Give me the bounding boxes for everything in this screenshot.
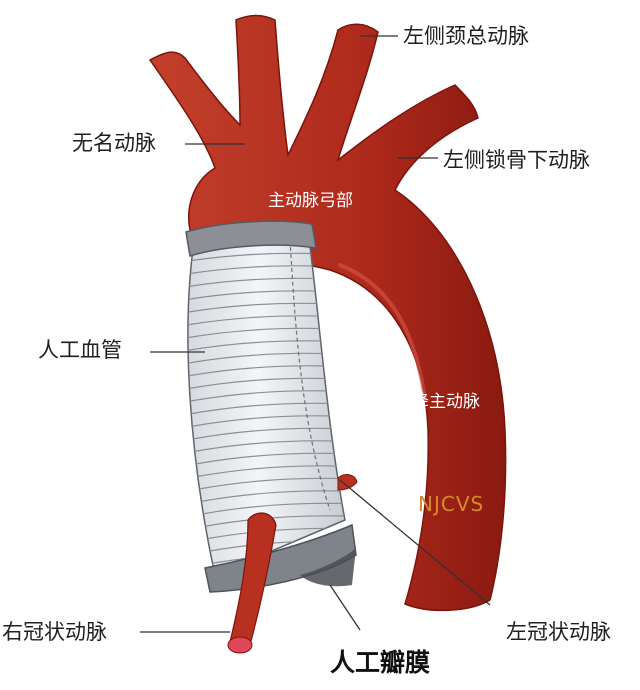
valve-shadow xyxy=(300,548,356,587)
label-aortic-arch: 主动脉弓部 xyxy=(268,191,353,211)
graft-ring xyxy=(187,390,345,403)
graft-ring xyxy=(197,465,345,478)
watermark: NJCVS xyxy=(418,492,485,516)
label-innominate-artery: 无名动脉 xyxy=(72,131,156,155)
label-left-subclavian: 左侧锁骨下动脉 xyxy=(443,148,590,172)
label-left-common-carotid: 左侧颈总动脉 xyxy=(403,24,529,48)
graft-ring xyxy=(187,340,345,353)
graft-ring xyxy=(192,427,345,440)
label-artificial-graft: 人工血管 xyxy=(38,338,122,362)
graft-ring xyxy=(200,490,345,503)
aortic-arch-shape xyxy=(148,14,507,612)
label-right-coronary: 右冠状动脉 xyxy=(2,620,107,644)
graft-ring xyxy=(201,502,345,515)
graft-ring xyxy=(190,415,345,428)
right-coronary-end xyxy=(227,636,253,654)
graft-ring xyxy=(187,377,345,390)
graft-top-cuff xyxy=(185,220,317,257)
graft-suture-line xyxy=(289,239,331,511)
graft-ring xyxy=(187,365,345,378)
left-coronary-shape xyxy=(337,474,358,491)
artificial-graft-shape xyxy=(187,231,346,577)
graft-ring xyxy=(189,402,345,415)
aorta-highlight xyxy=(338,263,427,402)
graft-ring xyxy=(195,452,345,465)
graft-ring xyxy=(193,440,345,453)
label-descending-aorta: 降主动脉 xyxy=(412,392,480,412)
leader-lines xyxy=(140,35,491,633)
graft-ring xyxy=(187,352,345,365)
graft-ring xyxy=(203,515,345,528)
graft-ring xyxy=(198,477,345,490)
graft-ring xyxy=(187,327,345,340)
graft-ring xyxy=(205,527,345,540)
label-artificial-valve: 人工瓣膜 xyxy=(330,648,431,677)
label-left-coronary: 左冠状动脉 xyxy=(506,620,611,644)
